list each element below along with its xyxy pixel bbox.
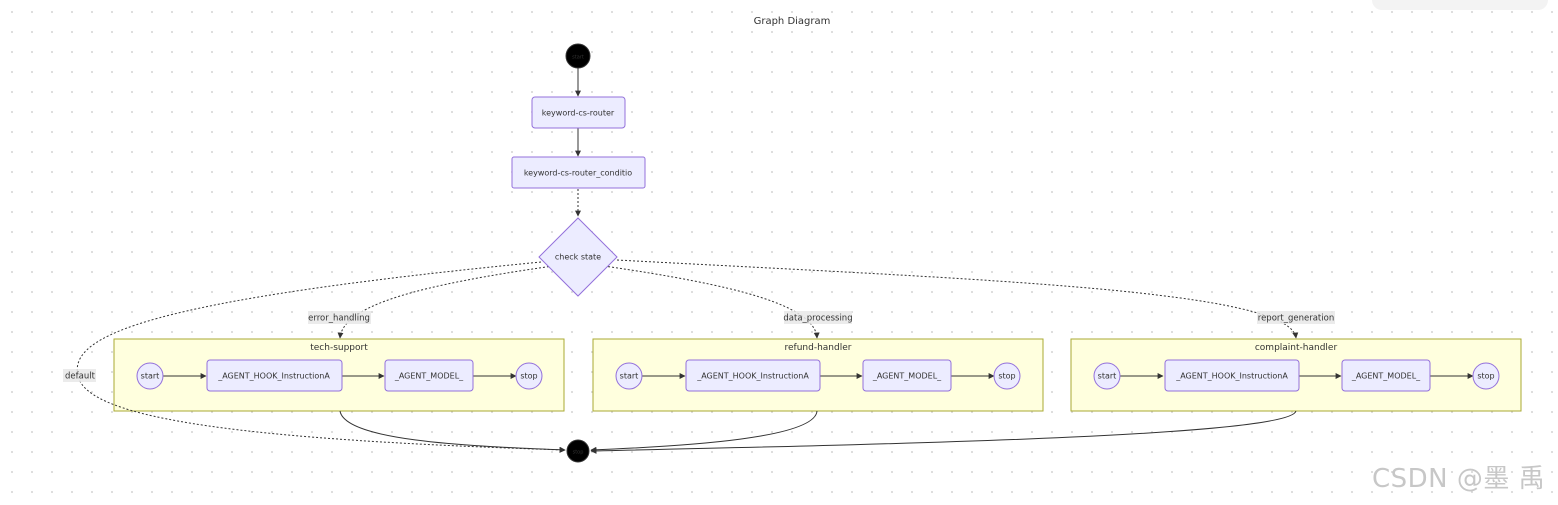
edge-label-data-processing: data_processing [783, 311, 853, 324]
complaint-handler-model-node[interactable]: _AGENT_MODEL_ [1341, 359, 1431, 392]
svg-text:_AGENT_HOOK_InstructionA: _AGENT_HOOK_InstructionA [217, 372, 330, 381]
cluster-title: refund-handler [785, 343, 852, 353]
cluster-title: tech-support [310, 343, 368, 353]
diagram-title: Graph Diagram [753, 16, 831, 27]
edge-decision-complaint-handler [616, 259, 1299, 339]
decision-node[interactable]: check state [538, 217, 618, 297]
svg-text:error_handling: error_handling [308, 314, 370, 324]
edge-refund-handler-stop [590, 410, 818, 453]
svg-text:stop: stop [520, 372, 537, 381]
svg-text:_AGENT_HOOK_InstructionA: _AGENT_HOOK_InstructionA [1175, 372, 1288, 381]
edge-tech-support-stop [339, 410, 566, 453]
corner-panel [1372, 0, 1548, 10]
complaint-handler-hook-node[interactable]: _AGENT_HOOK_InstructionA [1164, 359, 1300, 392]
tech-support-start-node[interactable]: start [136, 362, 164, 390]
router-node-label: keyword-cs-router [542, 109, 615, 118]
stop-terminal[interactable]: stop [566, 439, 590, 463]
svg-text:_AGENT_HOOK_InstructionA: _AGENT_HOOK_InstructionA [696, 372, 809, 381]
refund-handler-hook-node[interactable]: _AGENT_HOOK_InstructionA [685, 359, 821, 392]
start-terminal-label: start [572, 55, 584, 61]
svg-text:start: start [620, 372, 639, 381]
tech-support-hook-node[interactable]: _AGENT_HOOK_InstructionA [206, 359, 343, 392]
start-terminal[interactable]: start [565, 43, 591, 69]
edge-label-default: default [63, 369, 96, 382]
tech-support-stop-node[interactable]: stop [515, 362, 543, 390]
edge-decision-default-stop [76, 261, 566, 453]
svg-text:_AGENT_MODEL_: _AGENT_MODEL_ [1351, 372, 1421, 381]
decision-node-label: check state [555, 253, 601, 262]
watermark: CSDN @墨 禹 [1372, 464, 1546, 494]
tech-support-model-node[interactable]: _AGENT_MODEL_ [384, 359, 474, 392]
complaint-handler-stop-node[interactable]: stop [1472, 362, 1500, 390]
refund-handler-start-node[interactable]: start [615, 362, 643, 390]
cluster-title: complaint-handler [1255, 343, 1338, 353]
refund-handler-stop-node[interactable]: stop [993, 362, 1021, 390]
svg-text:stop: stop [1477, 372, 1494, 381]
svg-text:start: start [1098, 372, 1117, 381]
edge-decision-tech-support [337, 265, 554, 339]
edge-label-report-generation: report_generation [1257, 311, 1335, 324]
edge-label-error-handling: error_handling [308, 311, 371, 324]
svg-text:report_generation: report_generation [1258, 314, 1334, 324]
edge-complaint-handler-stop [590, 410, 1297, 454]
svg-text:_AGENT_MODEL_: _AGENT_MODEL_ [872, 372, 942, 381]
svg-text:start: start [141, 372, 160, 381]
edge-decision-refund-handler [603, 265, 820, 339]
svg-text:stop: stop [998, 372, 1015, 381]
router-condition-node[interactable]: keyword-cs-router_conditio [511, 156, 646, 189]
svg-text:data_processing: data_processing [783, 314, 852, 324]
refund-handler-model-node[interactable]: _AGENT_MODEL_ [862, 359, 952, 392]
stop-terminal-label: stop [573, 450, 584, 456]
router-node[interactable]: keyword-cs-router [531, 96, 626, 129]
complaint-handler-start-node[interactable]: start [1093, 362, 1121, 390]
svg-text:default: default [65, 372, 96, 382]
svg-text:_AGENT_MODEL_: _AGENT_MODEL_ [394, 372, 464, 381]
router-condition-node-label: keyword-cs-router_conditio [524, 169, 632, 178]
